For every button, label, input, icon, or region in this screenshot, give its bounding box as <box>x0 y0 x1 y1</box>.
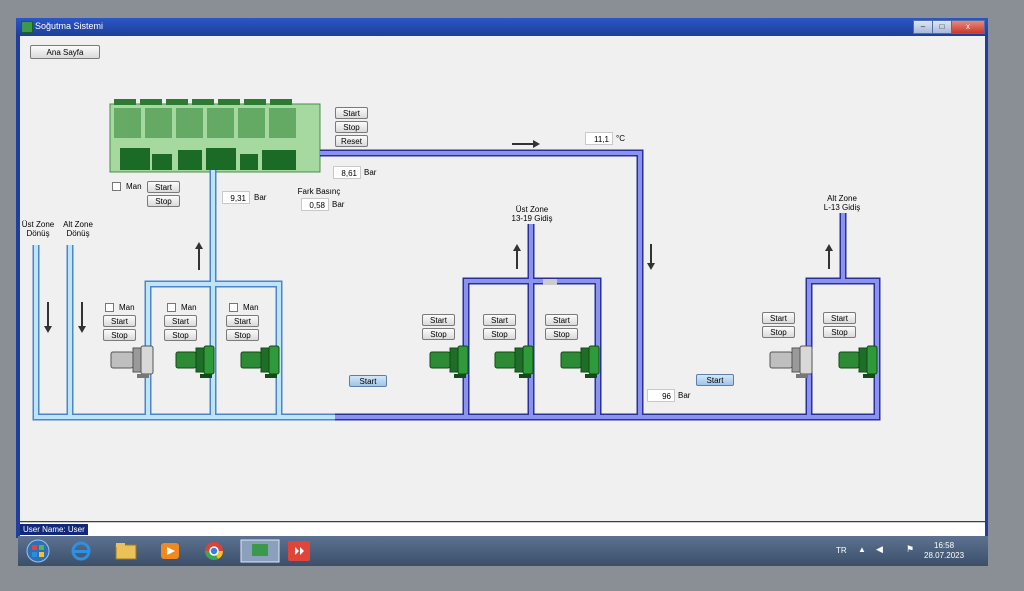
pump3-stop-button[interactable]: Stop <box>226 329 259 341</box>
clock-date: 28.07.2023 <box>924 551 965 560</box>
line-pressure-value: 96 <box>647 389 675 402</box>
window-title: Soğutma Sistemi <box>35 21 104 31</box>
user-name-label: User Name: User <box>20 524 88 535</box>
pump1-start-button[interactable]: Start <box>103 315 136 327</box>
status-bar <box>20 522 985 536</box>
media-player-icon[interactable] <box>157 539 183 563</box>
pump4-stop-button[interactable]: Stop <box>422 328 455 340</box>
folder-icon[interactable] <box>113 539 139 563</box>
supply-pressure-value: 8,61 <box>333 166 361 179</box>
volume-icon[interactable]: ◀ <box>876 544 883 554</box>
ie-icon[interactable] <box>68 539 94 563</box>
temperature-value: 11,1 <box>585 132 613 145</box>
pump-6[interactable] <box>560 345 600 379</box>
pump-4[interactable] <box>429 345 469 379</box>
diff-pressure-label: Fark Basınç <box>297 187 341 196</box>
group2-start-button[interactable]: Start <box>696 374 734 386</box>
pump-7[interactable] <box>769 345 813 379</box>
temperature-unit: °C <box>616 134 625 143</box>
pump3-man-checkbox[interactable] <box>229 303 238 312</box>
return-pressure-unit: Bar <box>254 193 267 202</box>
return-pipes <box>32 170 335 421</box>
pump3-man-label: Man <box>243 303 259 312</box>
pump8-stop-button[interactable]: Stop <box>823 326 856 338</box>
chiller-pump-man-label: Man <box>126 182 142 191</box>
pump2-stop-button[interactable]: Stop <box>164 329 197 341</box>
flow-arrows <box>44 140 833 333</box>
chiller-reset-button[interactable]: Reset <box>335 135 368 147</box>
pump1-stop-button[interactable]: Stop <box>103 329 136 341</box>
diff-pressure-value: 0,58 <box>301 198 329 211</box>
chiller-pump-stop-button[interactable]: Stop <box>147 195 180 207</box>
chiller-pump-start-button[interactable]: Start <box>147 181 180 193</box>
app-icon <box>21 21 33 33</box>
pump1-man-label: Man <box>119 303 135 312</box>
pump6-stop-button[interactable]: Stop <box>545 328 578 340</box>
action-center-flag-icon[interactable]: ⚑ <box>906 544 915 554</box>
pump3-start-button[interactable]: Start <box>226 315 259 327</box>
clock-time: 16:58 <box>934 541 955 550</box>
title-bar <box>16 18 988 35</box>
pump2-man-checkbox[interactable] <box>167 303 176 312</box>
taskbar <box>18 536 988 566</box>
pump-1[interactable] <box>110 345 154 379</box>
pump-3[interactable] <box>240 345 280 379</box>
pump5-start-button[interactable]: Start <box>483 314 516 326</box>
group1-start-button[interactable]: Start <box>349 375 387 387</box>
start-orb-icon[interactable] <box>24 538 52 564</box>
home-button[interactable]: Ana Sayfa <box>30 45 100 59</box>
pump7-stop-button[interactable]: Stop <box>762 326 795 338</box>
pump1-man-checkbox[interactable] <box>105 303 114 312</box>
language-indicator[interactable]: TR <box>836 546 847 555</box>
pump2-man-label: Man <box>181 303 197 312</box>
pump-8[interactable] <box>838 345 878 379</box>
close-button[interactable]: x <box>951 20 985 34</box>
pump4-start-button[interactable]: Start <box>422 314 455 326</box>
chiller-start-button[interactable]: Start <box>335 107 368 119</box>
line-pressure-unit: Bar <box>678 391 691 400</box>
tray-expand-icon[interactable]: ▲ <box>858 545 866 554</box>
chiller-pump-man-checkbox[interactable] <box>112 182 121 191</box>
pump5-stop-button[interactable]: Stop <box>483 328 516 340</box>
pump6-start-button[interactable]: Start <box>545 314 578 326</box>
pump2-start-button[interactable]: Start <box>164 315 197 327</box>
diff-pressure-unit: Bar <box>332 200 345 209</box>
return-pressure-value: 9,31 <box>222 191 250 204</box>
chiller-unit <box>109 99 321 173</box>
scada-app-icon[interactable] <box>240 539 280 563</box>
supply-pressure-unit: Bar <box>364 168 377 177</box>
pump-2[interactable] <box>175 345 215 379</box>
chrome-icon[interactable] <box>201 539 227 563</box>
pump8-start-button[interactable]: Start <box>823 312 856 324</box>
pump7-start-button[interactable]: Start <box>762 312 795 324</box>
chiller-stop-button[interactable]: Stop <box>335 121 368 133</box>
pump-5[interactable] <box>494 345 534 379</box>
remote-desktop-icon[interactable] <box>286 539 312 563</box>
